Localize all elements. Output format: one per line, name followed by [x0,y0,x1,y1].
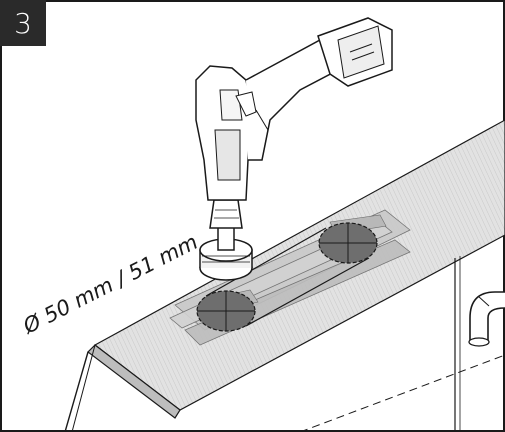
hole-connection-lines [205,227,370,327]
pipe-elbow-icon [468,291,505,347]
hole-marking-right [318,222,378,264]
hole-marking-left [196,290,256,332]
wall-section [299,256,505,432]
cordless-drill-icon [195,17,393,281]
step-number-badge: 3 [0,0,46,46]
